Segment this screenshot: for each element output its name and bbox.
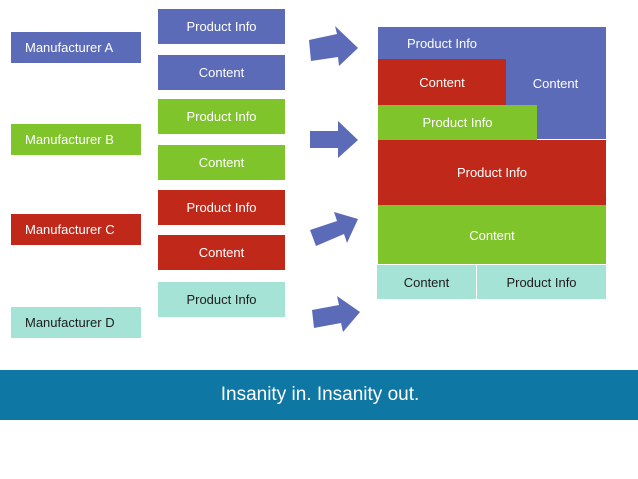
input-d-product-info: Product Info [158, 282, 285, 317]
caption-text: Insanity in. Insanity out. [220, 384, 420, 405]
manufacturer-a: Manufacturer A [11, 32, 141, 63]
input-b-product-info: Product Info [158, 99, 285, 134]
right-arrow-icon [310, 121, 358, 158]
output-mint-product-info: Product Info [476, 264, 607, 300]
input-c-content: Content [158, 235, 285, 270]
right-arrow-icon [310, 212, 358, 246]
right-arrow-icon [309, 26, 358, 66]
output-green-product-info: Product Info [378, 105, 537, 140]
output-mint-content: Content [376, 264, 477, 300]
input-a-product-info: Product Info [158, 9, 285, 44]
manufacturer-c: Manufacturer C [11, 214, 141, 245]
output-red-product-info: Product Info [378, 140, 606, 205]
input-c-product-info: Product Info [158, 190, 285, 225]
output-red-content: Content [378, 59, 506, 105]
manufacturer-b: Manufacturer B [11, 124, 141, 155]
input-a-content: Content [158, 55, 285, 90]
output-green-content: Content [378, 205, 606, 265]
caption-banner: Insanity in. Insanity out. [0, 370, 638, 420]
output-blue-product-info: Product Info [378, 27, 506, 59]
input-b-content: Content [158, 145, 285, 180]
right-arrow-icon [312, 296, 360, 332]
manufacturer-d: Manufacturer D [11, 307, 141, 338]
